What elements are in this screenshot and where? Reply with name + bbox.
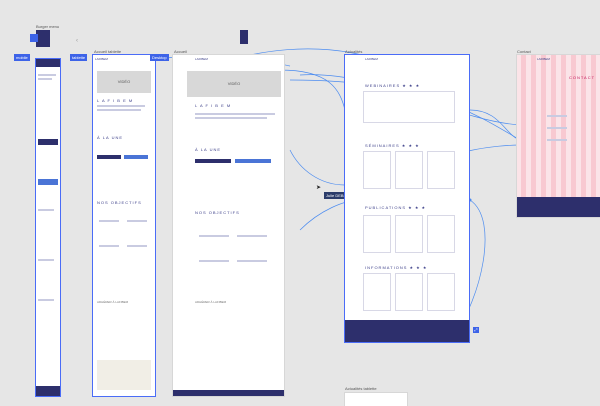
- tablette-logo: LAFIBEM: [95, 57, 108, 61]
- actualites-seminaires: SÉMINAIRES ★ ★ ★: [365, 143, 420, 148]
- actualites-publications: PUBLICATIONS ★ ★ ★: [365, 205, 427, 210]
- desktop-headline: L A F I B E M: [195, 103, 232, 108]
- burger-menu-label: Burger menu: [36, 24, 60, 29]
- actualites-logo: LAFIBEM: [365, 57, 378, 61]
- actualites-tablette-frame[interactable]: [345, 393, 407, 406]
- tablette-tag[interactable]: tablette: [70, 54, 88, 61]
- accueil-label: Accueil: [174, 49, 187, 54]
- tablette-headline: L A F I B E M: [97, 98, 134, 103]
- accueil-tablette-label: Accueil tablette: [94, 49, 122, 54]
- desktop-news-2: [235, 159, 271, 163]
- seminaire-card-1[interactable]: [363, 151, 391, 189]
- publication-card-2[interactable]: [395, 215, 423, 253]
- actualites-footer: [345, 320, 469, 342]
- burger-menu-frame-large[interactable]: [30, 34, 38, 42]
- burger-menu-frame[interactable]: [36, 30, 50, 47]
- tablette-adherer: ADHÉRER À LAFIBEM: [97, 300, 129, 304]
- mobile-card-2: [38, 179, 58, 185]
- actualites-frame[interactable]: LAFIBEM WEBINAIRES ★ ★ ★ SÉMINAIRES ★ ★ …: [345, 55, 469, 342]
- mobile-card: [38, 139, 58, 145]
- publication-card-3[interactable]: [427, 215, 455, 253]
- tablette-video[interactable]: VIDÉO: [97, 71, 151, 93]
- actualites-label: Actualités: [345, 49, 363, 54]
- mobile-header: [36, 59, 60, 67]
- desktop-frame[interactable]: LAFIBEM VIDÉO L A F I B E M À LA UNE NOS…: [173, 55, 284, 396]
- cursor-name-tag: Julie DEBLOIS: [324, 192, 355, 199]
- contact-title: CONTACT: [569, 75, 596, 80]
- publication-card-1[interactable]: [363, 215, 391, 253]
- link-icon[interactable]: ⤢: [473, 327, 479, 333]
- desktop-footer: [173, 390, 284, 396]
- seminaire-card-2[interactable]: [395, 151, 423, 189]
- desktop-objectifs: NOS OBJECTIFS: [195, 210, 240, 215]
- information-card-2[interactable]: [395, 273, 423, 311]
- contact-frame[interactable]: LAFIBEM CONTACT: [517, 55, 600, 217]
- actualites-tablette-label: Actualités tablette: [345, 386, 377, 391]
- play-icon[interactable]: [240, 30, 248, 44]
- cursor-icon: ➤: [316, 185, 322, 191]
- contact-footer: [517, 197, 600, 217]
- webinaires-cards[interactable]: [363, 91, 455, 123]
- contact-label: Contact: [517, 49, 531, 54]
- contact-logo: LAFIBEM: [537, 57, 550, 61]
- tablette-map: [97, 360, 151, 390]
- desktop-video[interactable]: VIDÉO: [187, 71, 281, 97]
- tablette-frame[interactable]: LAFIBEM VIDÉO L A F I B E M À LA UNE NOS…: [93, 55, 155, 396]
- desktop-adherer: ADHÉRER À LAFIBEM: [195, 300, 227, 304]
- desktop-tag[interactable]: Desktop: [150, 54, 169, 61]
- information-card-1[interactable]: [363, 273, 391, 311]
- mobile-frame[interactable]: [36, 59, 60, 396]
- mobile-tag[interactable]: mobile: [14, 54, 30, 61]
- actualites-informations: INFORMATIONS ★ ★ ★: [365, 265, 428, 270]
- mobile-footer: [36, 386, 60, 396]
- desktop-news-1: [195, 159, 231, 163]
- actualites-webinaires: WEBINAIRES ★ ★ ★: [365, 83, 421, 88]
- tablette-news-1: [97, 155, 121, 159]
- tablette-objectifs: NOS OBJECTIFS: [97, 200, 142, 205]
- chevron-left-icon[interactable]: ‹: [76, 38, 78, 44]
- information-card-3[interactable]: [427, 273, 455, 311]
- desktop-a-la-une: À LA UNE: [195, 147, 222, 152]
- seminaire-card-3[interactable]: [427, 151, 455, 189]
- tablette-news-2: [124, 155, 148, 159]
- tablette-a-la-une: À LA UNE: [97, 135, 124, 140]
- desktop-logo: LAFIBEM: [195, 57, 208, 61]
